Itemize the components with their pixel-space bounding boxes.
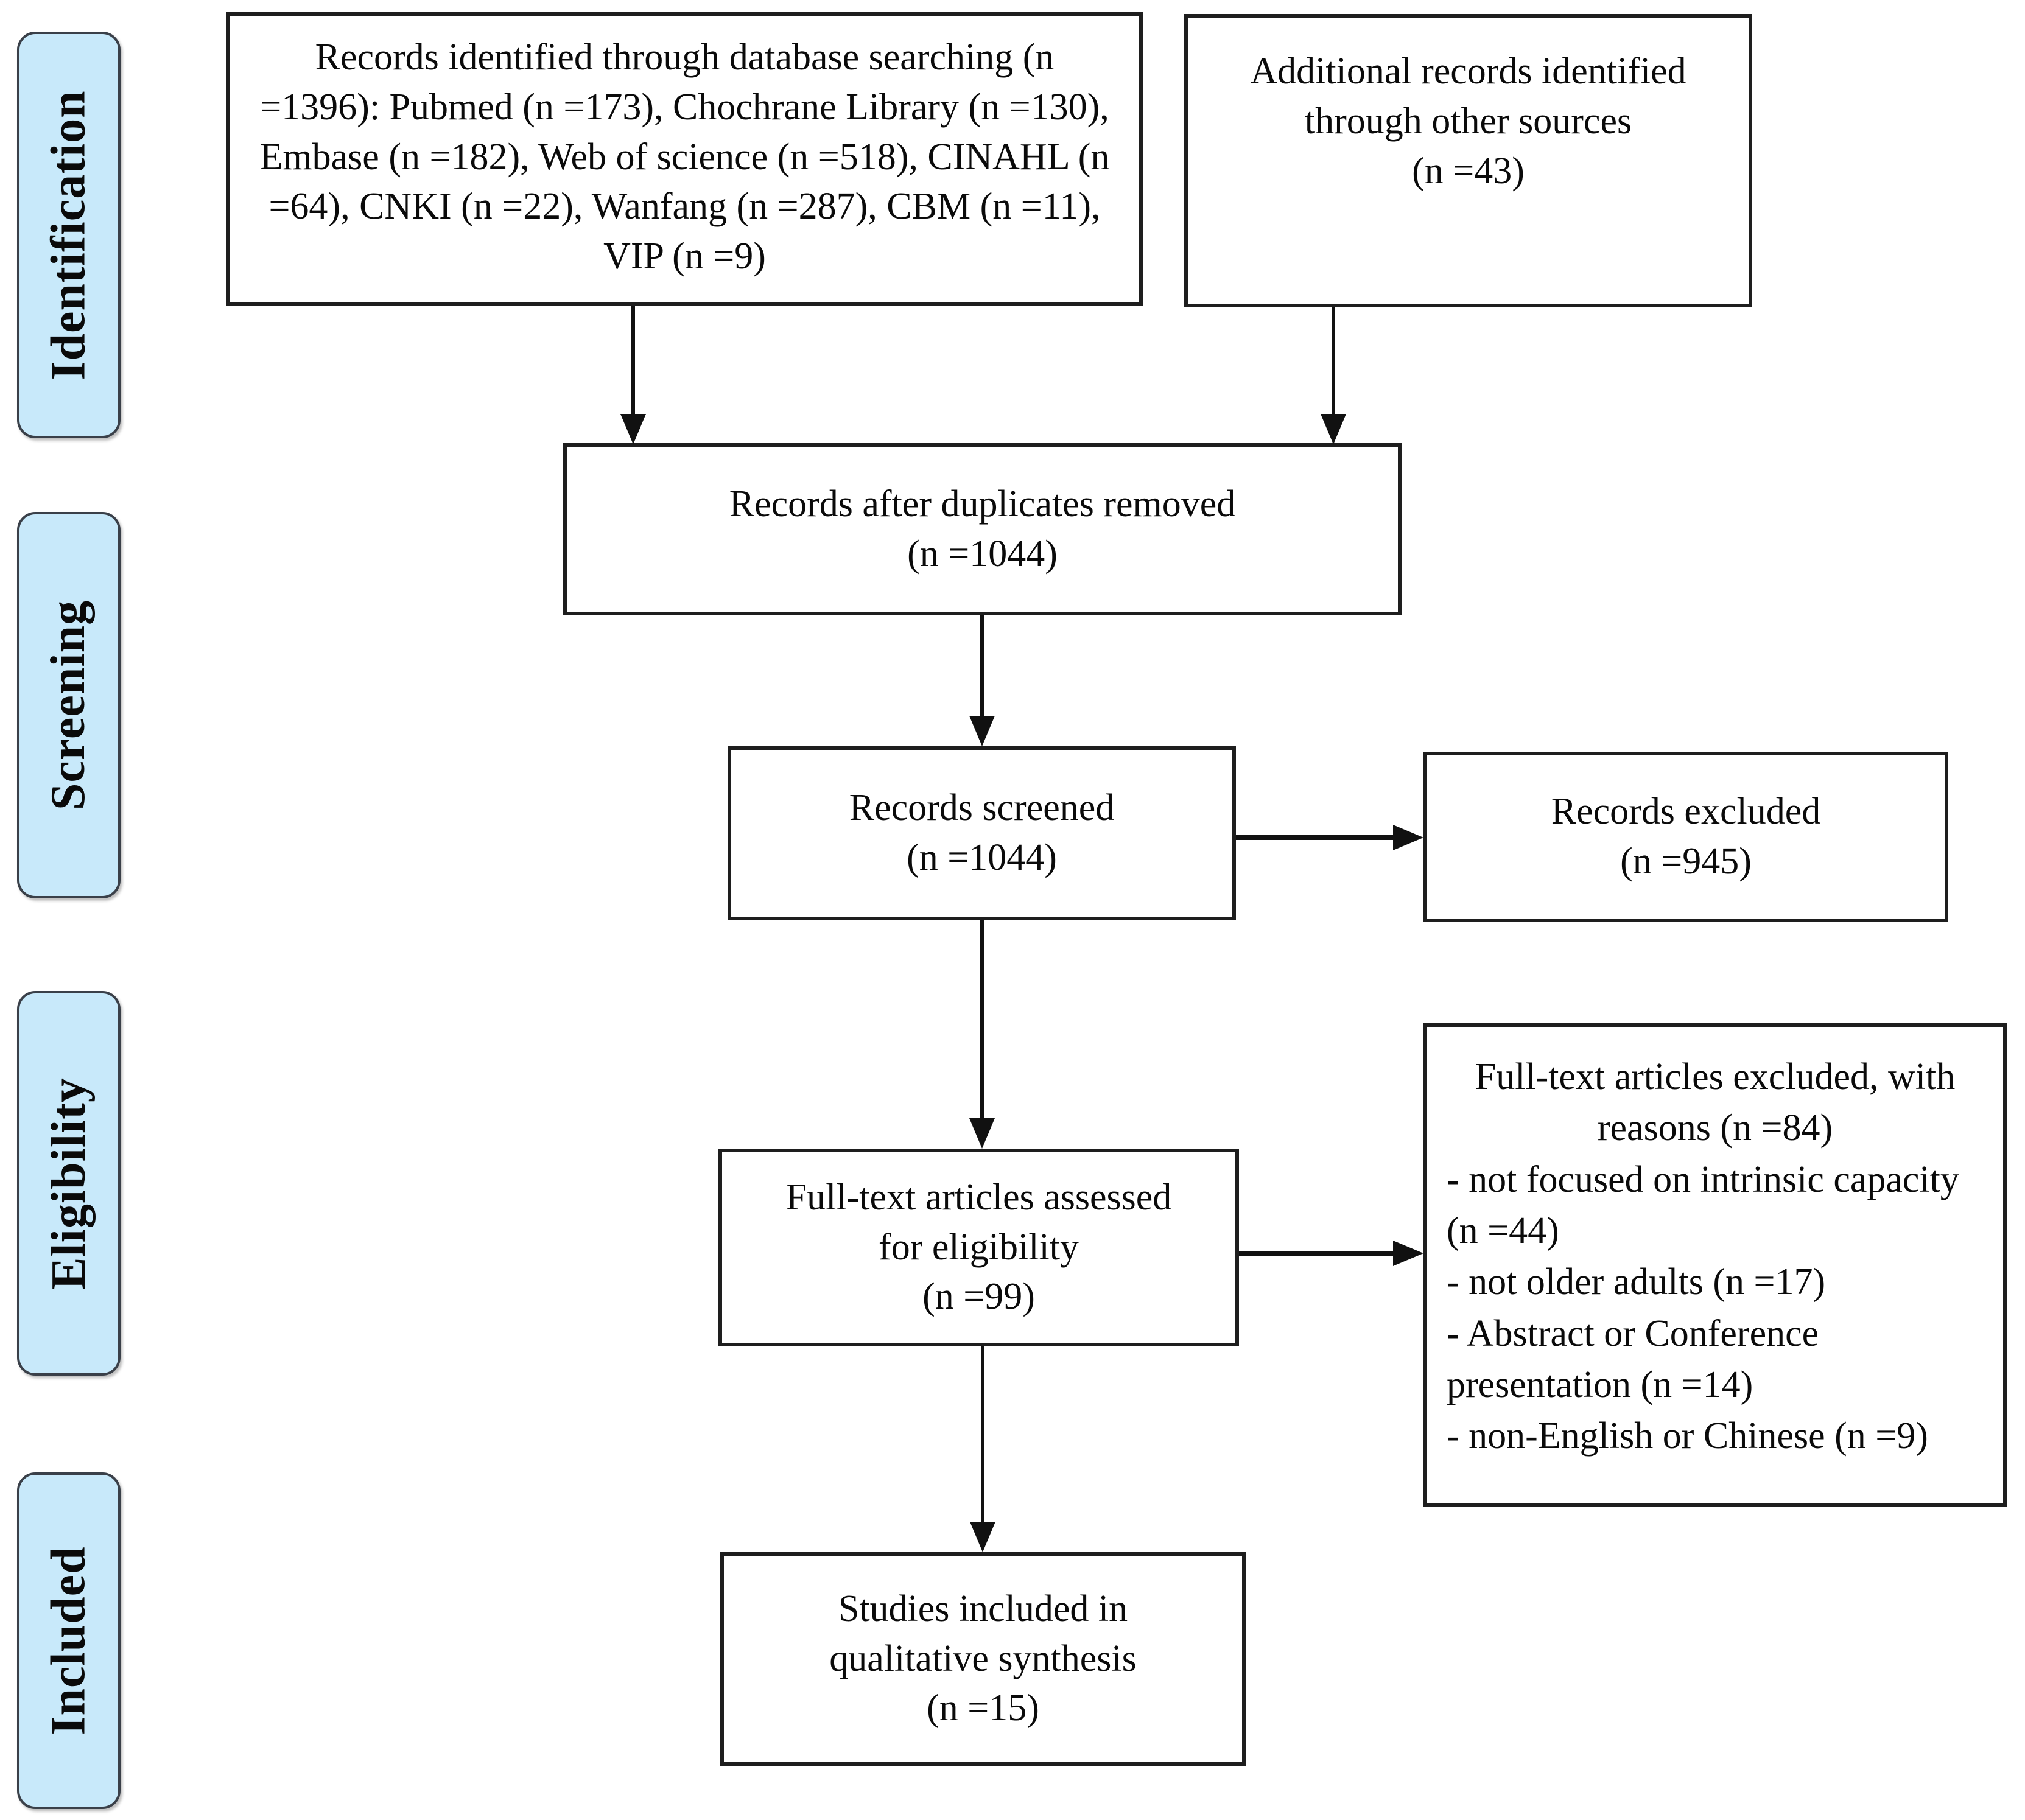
records-excluded-count: (n =945) [1620,841,1752,882]
stage-identification-label: Identification [41,89,96,380]
records-screened-count: (n =1044) [907,837,1057,878]
stage-included-label: Included [41,1546,96,1735]
stage-eligibility: Eligibility [17,991,121,1376]
stage-screening-label: Screening [41,600,96,811]
fulltext-excluded-count: reasons (n =84) [1597,1107,1833,1149]
arrow-additional-to-duplicates-head [1321,414,1346,444]
duplicates-removed-count: (n =1044) [907,533,1058,575]
box-records-excluded: Records excluded (n =945) [1423,752,1948,922]
records-excluded-line: Records excluded [1551,791,1821,833]
stage-included: Included [17,1472,121,1809]
arrow-duplicates-to-screened-head [969,716,995,746]
arrow-screened-to-excluded-line [1236,835,1395,840]
fulltext-assessed-line: for eligibility [879,1226,1079,1268]
stage-screening: Screening [17,512,121,898]
exclusion-reason: - non-English or Chinese (n =9) [1447,1415,1928,1457]
arrow-screened-to-fulltext-head [969,1118,995,1149]
studies-included-line: Studies included in [838,1587,1128,1629]
exclusion-reason: - not older adults (n =17) [1447,1261,1826,1303]
box-records-identified: Records identified through database sear… [226,12,1143,306]
arrow-screened-to-fulltext-line [980,920,984,1119]
box-additional-records: Additional records identified through ot… [1184,14,1752,307]
stage-identification: Identification [17,32,121,438]
arrow-fulltext-to-included-line [981,1346,984,1523]
box-fulltext-excluded-reasons: Full-text articles excluded, with reason… [1423,1023,2007,1507]
box-fulltext-assessed: Full-text articles assessed for eligibil… [718,1149,1239,1346]
stage-eligibility-label: Eligibility [41,1077,96,1290]
arrow-screened-to-excluded-head [1393,825,1423,850]
fulltext-assessed-line: Full-text articles assessed [785,1176,1172,1218]
box-duplicates-removed: Records after duplicates removed (n =104… [563,443,1402,615]
additional-records-count: (n =43) [1412,150,1525,192]
records-screened-line: Records screened [849,787,1115,829]
exclusion-reason: - not focused on intrinsic capacity (n =… [1447,1158,1959,1251]
arrow-fulltext-to-reasons-head [1393,1241,1423,1266]
fulltext-assessed-count: (n =99) [922,1276,1035,1318]
duplicates-removed-line: Records after duplicates removed [729,483,1236,525]
arrow-identified-to-duplicates-line [631,306,635,415]
fulltext-excluded-header-line: Full-text articles excluded, with [1475,1056,1956,1097]
box-records-screened: Records screened (n =1044) [728,746,1236,920]
arrow-fulltext-to-reasons-line [1239,1251,1395,1256]
studies-included-line: qualitative synthesis [829,1637,1137,1679]
arrow-duplicates-to-screened-line [980,615,984,717]
arrow-additional-to-duplicates-line [1332,307,1335,415]
exclusion-reason: - Abstract or Conference presentation (n… [1447,1312,1819,1405]
additional-records-line: Additional records identified [1250,51,1686,92]
additional-records-line: through other sources [1304,100,1632,142]
records-identified-text: Records identified through database sear… [259,37,1110,278]
arrow-fulltext-to-included-head [970,1522,995,1552]
arrow-identified-to-duplicates-head [620,414,646,444]
fulltext-excluded-header: Full-text articles excluded, with reason… [1447,1051,1984,1154]
studies-included-count: (n =15) [927,1687,1039,1729]
box-studies-included: Studies included in qualitative synthesi… [720,1552,1246,1766]
